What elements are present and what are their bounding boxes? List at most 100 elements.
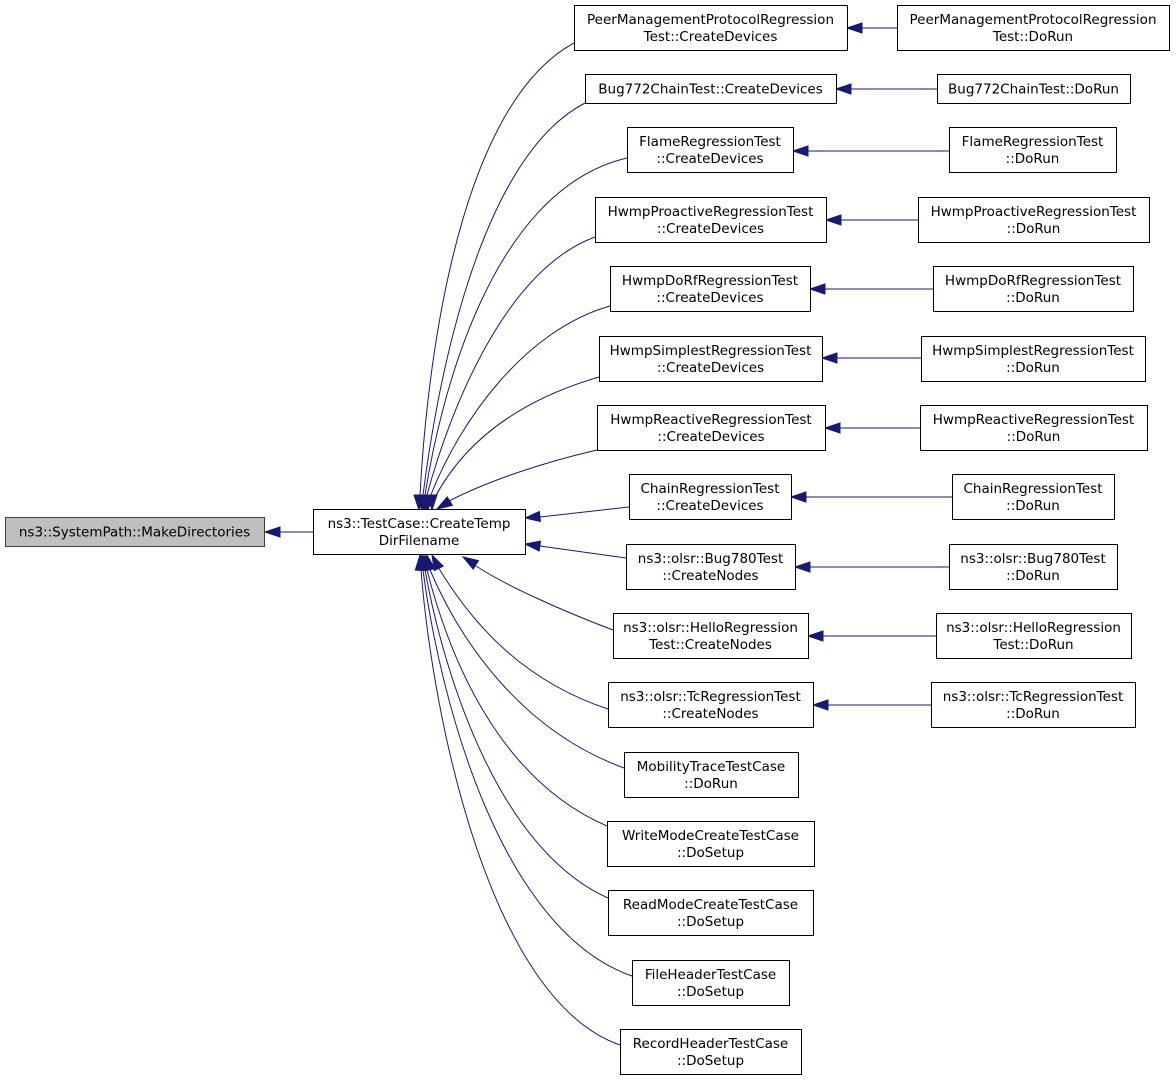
edge-hs_dr-to-hs_cd [820,352,921,364]
node-box[interactable] [632,960,790,1006]
node-box[interactable] [574,5,848,51]
edge-hello_cn-to-ctd [461,556,614,631]
node-hp_cd[interactable]: HwmpProactiveRegressionTest::CreateDevic… [595,197,827,243]
arrow-head [789,491,807,503]
node-box[interactable] [918,197,1150,243]
node-b780_dr[interactable]: ns3::olsr::Bug780Test::DoRun [949,544,1118,590]
node-box[interactable] [920,405,1148,451]
node-hs_dr[interactable]: HwmpSimplestRegressionTest::DoRun [921,336,1146,382]
arrow-head [414,553,427,571]
node-fl_dr[interactable]: FlameRegressionTest::DoRun [949,127,1117,173]
node-box[interactable] [626,544,796,590]
edges-layer [263,22,952,1046]
node-box[interactable] [607,821,815,867]
node-box[interactable] [627,127,794,173]
node-box[interactable] [595,197,827,243]
node-rm[interactable]: ReadModeCreateTestCase::DoSetup [608,890,814,936]
node-label-line: ns3::olsr::Bug780Test [638,551,783,567]
node-pm_dr[interactable]: PeerManagementProtocolRegressionTest::Do… [897,5,1170,51]
arrow-head [820,352,838,364]
edge-ch_cd-to-ctd [523,506,630,523]
node-hd_cd[interactable]: HwmpDoRfRegressionTest::CreateDevices [610,266,811,312]
edge-ch_dr-to-ch_cd [789,491,952,503]
arrow-head [431,553,445,572]
node-rh[interactable]: RecordHeaderTestCase::DoSetup [620,1029,802,1075]
node-box[interactable] [933,266,1134,312]
node-label-line: RecordHeaderTestCase [633,1036,788,1052]
node-hs_cd[interactable]: HwmpSimplestRegressionTest::CreateDevice… [599,336,823,382]
node-wm[interactable]: WriteModeCreateTestCase::DoSetup [607,821,815,867]
node-label-line: ns3::TestCase::CreateTemp [328,516,511,532]
arrow-head [461,556,480,570]
edge-line [422,569,633,977]
node-label-line: ::CreateDevices [656,290,763,306]
node-box[interactable] [5,517,265,547]
node-label-line: ns3::olsr::Bug780Test [960,551,1105,567]
node-hr_cd[interactable]: HwmpReactiveRegressionTest::CreateDevice… [597,405,826,451]
node-tc_cn[interactable]: ns3::olsr::TcRegressionTest::CreateNodes [608,682,814,728]
node-box[interactable] [937,74,1131,104]
node-box[interactable] [608,682,814,728]
node-hello_cn[interactable]: ns3::olsr::HelloRegressionTest::CreateNo… [613,613,809,659]
node-box[interactable] [585,74,837,104]
node-hp_dr[interactable]: HwmpProactiveRegressionTest::DoRun [918,197,1150,243]
node-bug_cd[interactable]: Bug772ChainTest::CreateDevices [585,74,837,104]
node-fl_cd[interactable]: FlameRegressionTest::CreateDevices [627,127,794,173]
arrow-head [793,561,811,573]
node-box[interactable] [597,405,826,451]
edge-bug_dr-to-bug_cd [834,83,937,95]
node-box[interactable] [624,752,799,798]
nodes-layer: ns3::SystemPath::MakeDirectories ns3::Tes… [5,5,1170,1075]
edge-hp_dr-to-hp_cd [824,214,918,226]
node-label-line: Test::DoRun [992,29,1073,45]
node-box[interactable] [313,509,526,555]
node-label-line: HwmpSimplestRegressionTest [932,343,1134,359]
node-box[interactable] [620,1029,802,1075]
node-ch_dr[interactable]: ChainRegressionTest::DoRun [952,474,1115,520]
node-label-line: Test::CreateNodes [648,637,772,653]
node-box[interactable] [949,127,1117,173]
edge-line [422,102,586,496]
edge-line [419,42,575,496]
node-hr_dr[interactable]: HwmpReactiveRegressionTest::DoRun [920,405,1148,451]
node-label-line: HwmpReactiveRegressionTest [933,412,1134,428]
node-label-line: Bug772ChainTest::DoRun [948,82,1119,98]
node-box[interactable] [613,613,809,659]
node-label-line: ::CreateNodes [662,568,758,584]
edge-line [429,305,611,498]
node-label-line: ns3::olsr::TcRegressionTest [943,689,1124,705]
node-label-line: ::DoSetup [677,845,744,861]
node-root[interactable]: ns3::SystemPath::MakeDirectories [5,517,265,547]
edge-ctd-to-root [263,526,313,538]
arrow-head [845,22,863,34]
node-label-line: ns3::olsr::HelloRegression [623,620,798,636]
node-label-line: Bug772ChainTest::CreateDevices [598,82,822,98]
arrow-head [806,630,824,642]
node-label-line: ::DoRun [1006,151,1060,167]
node-box[interactable] [936,613,1132,659]
node-box[interactable] [921,336,1146,382]
node-b780_cn[interactable]: ns3::olsr::Bug780Test::CreateNodes [626,544,796,590]
node-ch_cd[interactable]: ChainRegressionTest::CreateDevices [629,474,792,520]
node-box[interactable] [949,544,1118,590]
node-pm_cd[interactable]: PeerManagementProtocolRegressionTest::Cr… [574,5,848,51]
node-box[interactable] [608,890,814,936]
node-box[interactable] [931,682,1136,728]
node-box[interactable] [599,336,823,382]
node-label-line: HwmpDoRfRegressionTest [622,273,798,289]
node-tc_dr[interactable]: ns3::olsr::TcRegressionTest::DoRun [931,682,1136,728]
node-box[interactable] [629,474,792,520]
edge-hello_dr-to-hello_cn [806,630,936,642]
node-fh[interactable]: FileHeaderTestCase::DoSetup [632,960,790,1006]
node-bug_dr[interactable]: Bug772ChainTest::DoRun [937,74,1131,104]
node-box[interactable] [897,5,1170,51]
node-hd_dr[interactable]: HwmpDoRfRegressionTest::DoRun [933,266,1134,312]
edge-wm-to-ctd [421,553,608,827]
node-label-line: ns3::SystemPath::MakeDirectories [19,525,250,541]
node-box[interactable] [610,266,811,312]
node-label-line: ::DoRun [684,776,738,792]
node-mob[interactable]: MobilityTraceTestCase::DoRun [624,752,799,798]
node-box[interactable] [952,474,1115,520]
